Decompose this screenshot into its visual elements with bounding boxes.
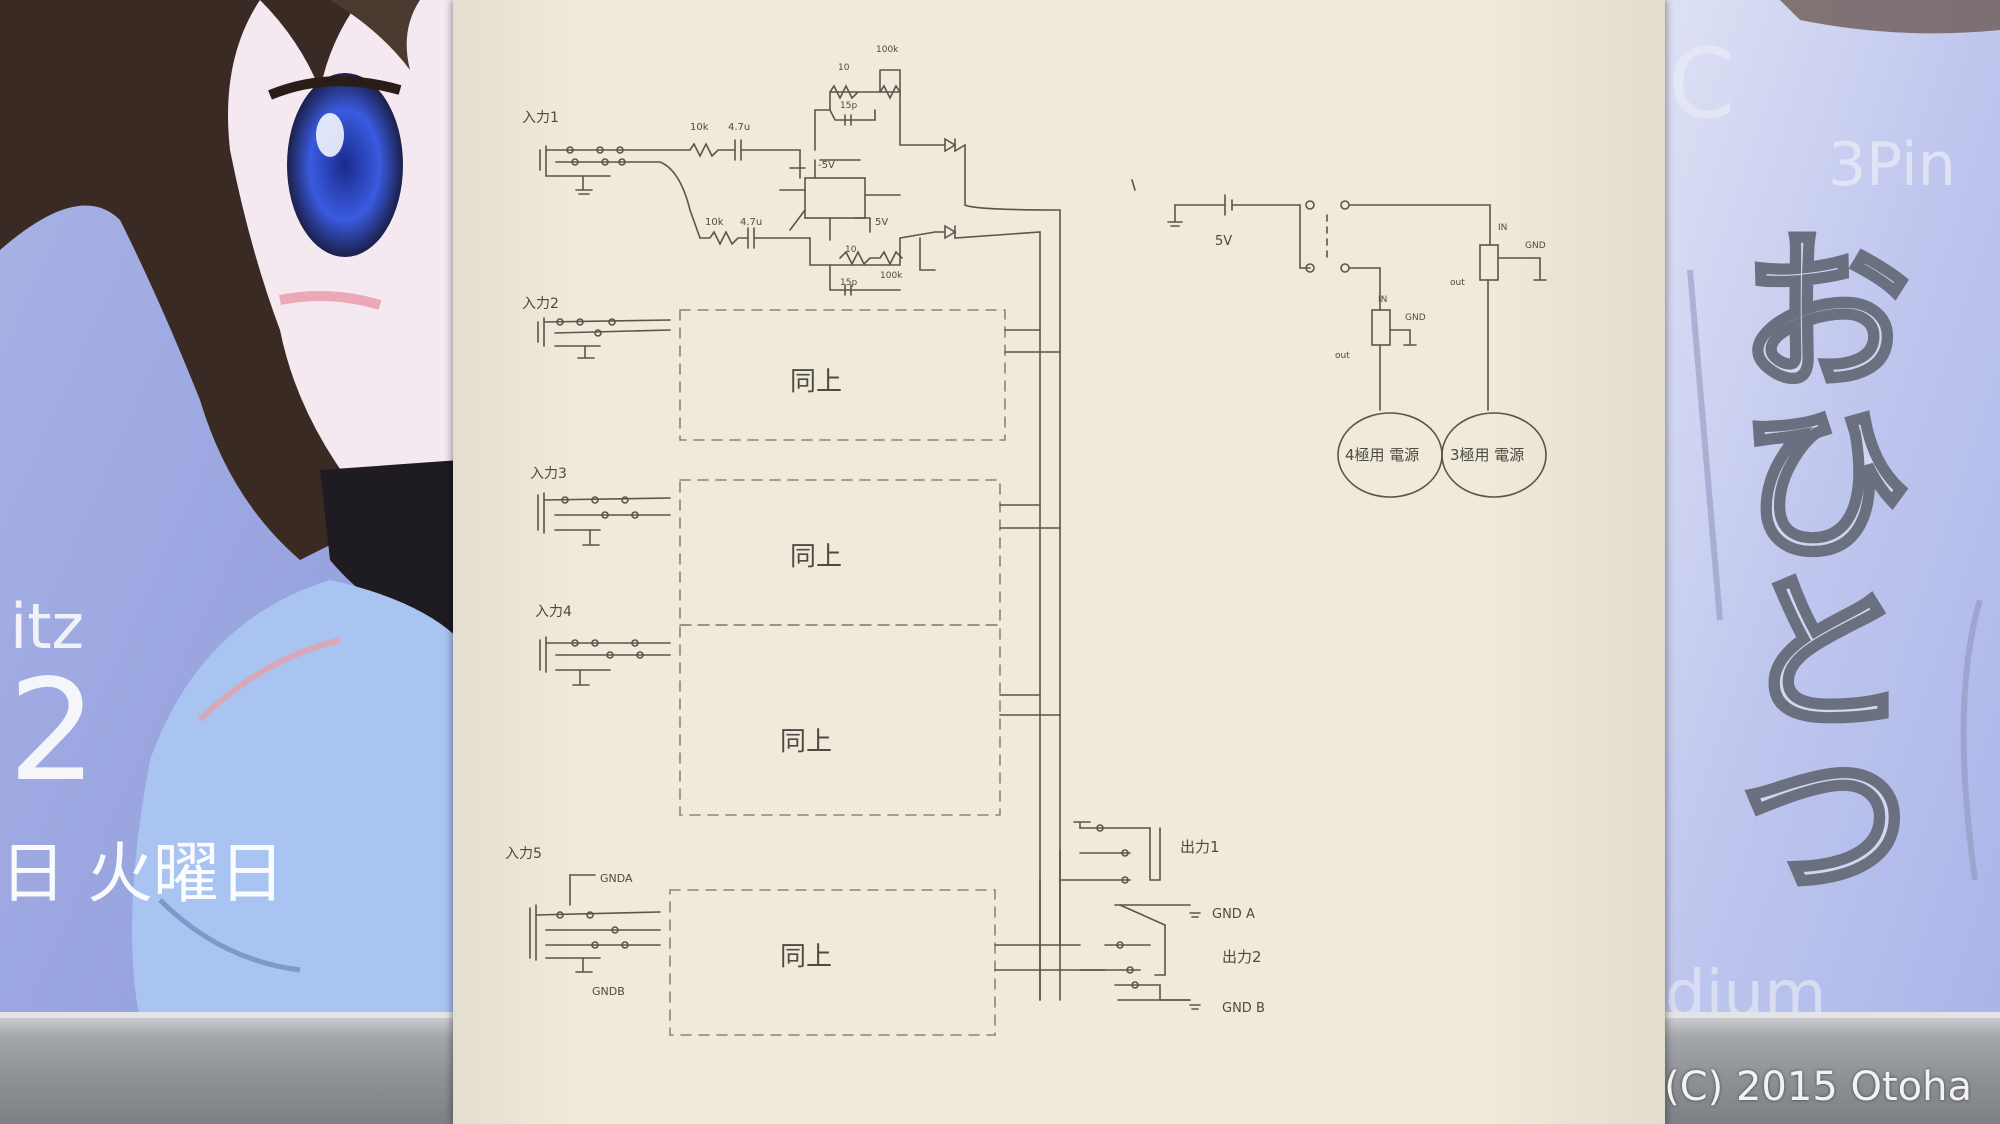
wall-text-weekday: 日 火曜日 — [0, 835, 285, 912]
label-battery-5v: 5V — [1215, 234, 1232, 249]
label-input-1: 入力1 — [522, 110, 559, 126]
label-gndb-in5: GNDB — [592, 985, 625, 998]
wall-text-day: 2 — [8, 650, 98, 813]
wall-text-itz: itz — [10, 590, 85, 663]
label-pos5v: 5V — [875, 217, 888, 228]
label-neg5v: -5V — [818, 160, 835, 171]
label-reg2-in: IN — [1498, 223, 1507, 233]
label-reg1-gnd: GND — [1405, 313, 1426, 323]
label-same-4: 同上 — [780, 942, 832, 972]
label-output-2: 出力2 — [1222, 948, 1262, 966]
label-c47u-b: 4.7u — [740, 217, 762, 228]
label-r10-a: 10 — [838, 63, 850, 73]
label-r10k-a: 10k — [690, 122, 709, 133]
label-input-3: 入力3 — [530, 466, 567, 482]
label-same-3: 同上 — [780, 727, 832, 757]
label-c15p-b: 15p — [840, 278, 857, 288]
schematic-paper — [453, 0, 1665, 1124]
wall-text-3pin: 3Pin — [1828, 130, 1956, 200]
anime-hair — [0, 0, 380, 560]
label-r100k-b: 100k — [880, 271, 903, 281]
label-input-4: 入力4 — [535, 604, 572, 620]
right-wallpaper-area — [1660, 0, 2000, 1030]
label-input-2: 入力2 — [522, 296, 559, 312]
label-output-1: 出力1 — [1180, 838, 1220, 856]
label-r10k-b: 10k — [705, 217, 724, 228]
label-r100k-a: 100k — [876, 45, 899, 55]
anime-blouse — [132, 580, 460, 1020]
label-reg2-gnd: GND — [1525, 241, 1546, 251]
label-r10-b: 10 — [845, 245, 857, 255]
label-gnda-in5: GNDA — [600, 872, 633, 885]
label-c47u-a: 4.7u — [728, 122, 750, 133]
wall-text-ohitotsu: おひとつ — [1737, 216, 1913, 924]
label-reg1-out: out — [1335, 351, 1350, 361]
label-reg1-in: IN — [1378, 295, 1387, 305]
anime-eye — [287, 73, 403, 257]
label-gndb-out: GND B — [1222, 1001, 1265, 1016]
copyright-watermark: (C) 2015 Otoha — [1664, 1064, 1972, 1110]
label-supply-4pole: 4極用 電源 — [1345, 446, 1419, 464]
label-input-5: 入力5 — [505, 846, 542, 862]
label-c15p-a: 15p — [840, 101, 857, 111]
label-supply-3pole: 3極用 電源 — [1450, 446, 1524, 464]
label-reg2-out: out — [1450, 278, 1465, 288]
label-gnda-out: GND A — [1212, 907, 1255, 922]
wall-text-c: C — [1668, 28, 1736, 140]
anime-collar — [320, 460, 460, 640]
label-same-1: 同上 — [790, 367, 842, 397]
label-same-2: 同上 — [790, 542, 842, 572]
